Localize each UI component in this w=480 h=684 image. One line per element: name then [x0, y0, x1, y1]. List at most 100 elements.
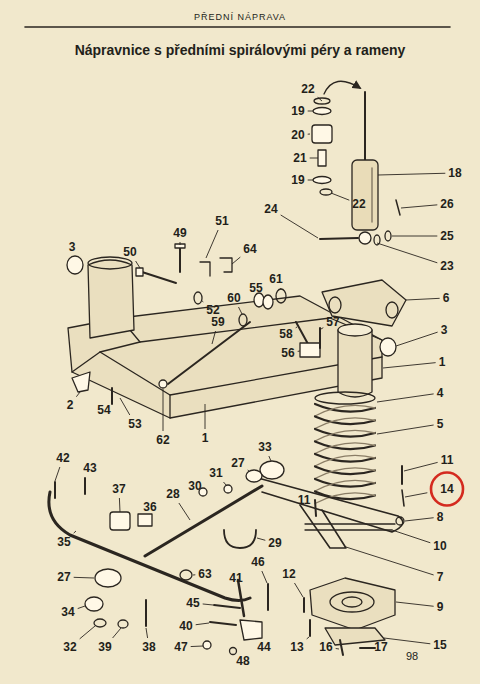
callout-number: 44 [257, 641, 270, 653]
callout-number: 3 [69, 241, 76, 253]
leader-line [146, 628, 148, 638]
callout-number: 37 [112, 483, 125, 495]
leader-line [212, 331, 216, 344]
callout-number: 62 [156, 434, 169, 446]
callout-number: 53 [128, 418, 141, 430]
callout-number: 60 [227, 292, 240, 304]
callout-number: 54 [97, 404, 110, 416]
leader-line [269, 456, 271, 461]
callout-number: 16 [319, 641, 332, 653]
leader-line [392, 236, 437, 237]
leader-line [331, 193, 349, 200]
leader-line [405, 493, 427, 497]
spring-coil [315, 468, 375, 479]
callout-number: 8 [437, 511, 444, 523]
callout-number: 33 [258, 441, 271, 453]
callout-number: 25 [440, 230, 453, 242]
leader-line [308, 180, 313, 181]
callout-number: 50 [123, 246, 136, 258]
callout-number: 42 [56, 452, 69, 464]
title: Nápravnice s předními spirálovými péry a… [0, 42, 480, 58]
leader-line [136, 261, 140, 268]
callout-number: 29 [268, 537, 281, 549]
callout-number: 12 [282, 568, 295, 580]
callout-number: 57 [326, 316, 339, 328]
leader-line [224, 482, 227, 485]
callout-number: 63 [198, 568, 211, 580]
leader-line [78, 606, 85, 609]
callout-number: 5 [437, 418, 444, 430]
leader-line [310, 158, 318, 159]
callout-number: 19 [291, 105, 304, 117]
callout-number: 17 [374, 641, 387, 653]
callout-number: 58 [279, 328, 292, 340]
spring-coil [315, 480, 375, 491]
leader-line [206, 230, 218, 258]
callout-number: 15 [433, 639, 446, 651]
callout-number: 27 [57, 571, 70, 583]
leader-line [392, 530, 430, 543]
leader-line [205, 404, 206, 429]
spring-coil [315, 429, 375, 437]
callout-number: 6 [443, 292, 450, 304]
leader-line [281, 215, 318, 238]
callout-number: 14 [440, 483, 453, 495]
callout-number: 11 [298, 494, 311, 506]
spring-seat-top [315, 392, 375, 404]
leader-line [308, 134, 310, 135]
leader-line [346, 547, 434, 575]
leader-line [396, 332, 438, 346]
leader-line [119, 498, 121, 512]
callout-number: 35 [57, 536, 70, 548]
leader-line [396, 602, 434, 606]
spring-coil [315, 430, 375, 441]
callout-number: 1 [439, 356, 446, 368]
callout-number: 43 [83, 462, 96, 474]
callout-number: 30 [188, 480, 201, 492]
callout-number: 38 [142, 641, 155, 653]
spring-coil [315, 417, 375, 425]
page-number: 98 [406, 651, 418, 662]
leader-line [384, 638, 430, 644]
callout-number: 41 [229, 572, 242, 584]
leader-line [248, 470, 249, 472]
callout-number: 56 [281, 347, 294, 359]
spring-coil [315, 455, 375, 466]
leader-line [257, 538, 265, 540]
callout-number: 1 [202, 432, 209, 444]
spring-coil [315, 442, 375, 450]
leader-line [262, 571, 267, 583]
callout-number: 9 [437, 601, 444, 613]
callout-number: 59 [211, 316, 224, 328]
callout-number: 47 [174, 641, 187, 653]
leader-line [74, 577, 94, 579]
leader-line [308, 111, 313, 112]
spring-coil [315, 405, 375, 416]
leader-line [377, 243, 437, 263]
callout-number: 26 [440, 198, 453, 210]
callout-number: 51 [215, 215, 228, 227]
leader-line [406, 298, 440, 300]
leader-line [113, 628, 121, 638]
callout-number: 55 [249, 282, 262, 294]
leader-line [336, 648, 339, 650]
stabilizer [49, 470, 268, 655]
highlight-ring: 14 [429, 471, 465, 507]
page-header: PŘEDNÍ NÁPRAVA [194, 13, 286, 22]
lower-arm [258, 461, 404, 548]
spring-seat [304, 578, 395, 655]
leader-line [401, 205, 437, 208]
leader-line [383, 363, 436, 368]
leader-line [377, 425, 434, 434]
leader-line [296, 327, 297, 329]
callout-number: 22 [301, 83, 314, 95]
leader-line [232, 257, 240, 264]
leader-line [321, 328, 323, 329]
leader-line [239, 307, 243, 314]
callout-number: 23 [440, 260, 453, 272]
spring-coil [315, 454, 375, 462]
leader-line [404, 462, 438, 471]
callout-number: 61 [269, 273, 282, 285]
callout-number: 39 [98, 641, 111, 653]
spring-coil [315, 418, 375, 429]
